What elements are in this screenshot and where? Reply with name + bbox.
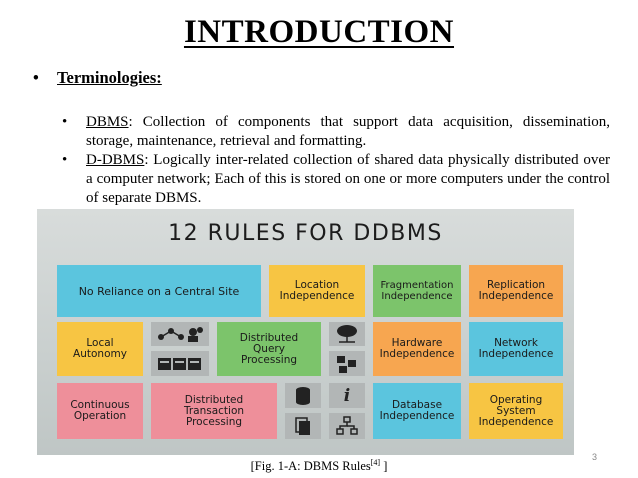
server-rack-icon (151, 351, 209, 376)
caption-text: [Fig. 1-A: DBMS Rules (250, 459, 371, 474)
terminologies-label: Terminologies: (57, 68, 162, 87)
info-icon: i (329, 383, 365, 408)
ddbms-text: : Logically inter-related collection of … (86, 152, 610, 206)
hierarchy-icon (329, 413, 365, 439)
bullet-marker: • (33, 68, 39, 87)
rule-network-independence: Network Independence (469, 322, 563, 376)
cloud-network-icon (329, 322, 365, 346)
network-nodes-icon (151, 322, 209, 346)
figure-title: 12 RULES FOR DDBMS (168, 221, 443, 246)
ddbms-definition: • D-DBMS: Logically inter-related collec… (62, 151, 610, 208)
rule-fragmentation-independence: Fragmentation Independence (373, 265, 461, 317)
puzzle-blocks-icon (329, 351, 365, 376)
database-icon (285, 383, 321, 408)
rule-database-independence: Database Independence (373, 383, 461, 439)
ddbms-rules-figure: 12 RULES FOR DDBMS No Reliance on a Cent… (37, 209, 574, 455)
figure-caption: [Fig. 1-A: DBMS Rules[4] ] (0, 458, 638, 474)
page-number: 3 (592, 452, 598, 462)
rule-distributed-transaction-processing: Distributed Transaction Processing (151, 383, 277, 439)
dbms-definition: • DBMS: Collection of components that su… (62, 113, 610, 151)
dbms-term: DBMS (86, 114, 129, 130)
bullet-marker: • (62, 114, 68, 130)
caption-reference: [4] (370, 458, 381, 467)
slide-title: INTRODUCTION (183, 14, 455, 50)
documents-icon (285, 413, 321, 439)
caption-suffix: ] (380, 459, 388, 474)
rule-continuous-operation: Continuous Operation (57, 383, 143, 439)
rule-no-reliance: No Reliance on a Central Site (57, 265, 261, 317)
rule-distributed-query-processing: Distributed Query Processing (217, 322, 321, 376)
rule-operating-system-independence: Operating System Independence (469, 383, 563, 439)
ddbms-term: D-DBMS (86, 152, 145, 168)
rule-replication-independence: Replication Independence (469, 265, 563, 317)
terminologies-heading: • Terminologies: (33, 68, 162, 88)
rule-local-autonomy: Local Autonomy (57, 322, 143, 376)
rule-location-independence: Location Independence (269, 265, 365, 317)
dbms-text: : Collection of components that support … (86, 114, 610, 149)
bullet-marker: • (62, 152, 68, 168)
rule-hardware-independence: Hardware Independence (373, 322, 461, 376)
